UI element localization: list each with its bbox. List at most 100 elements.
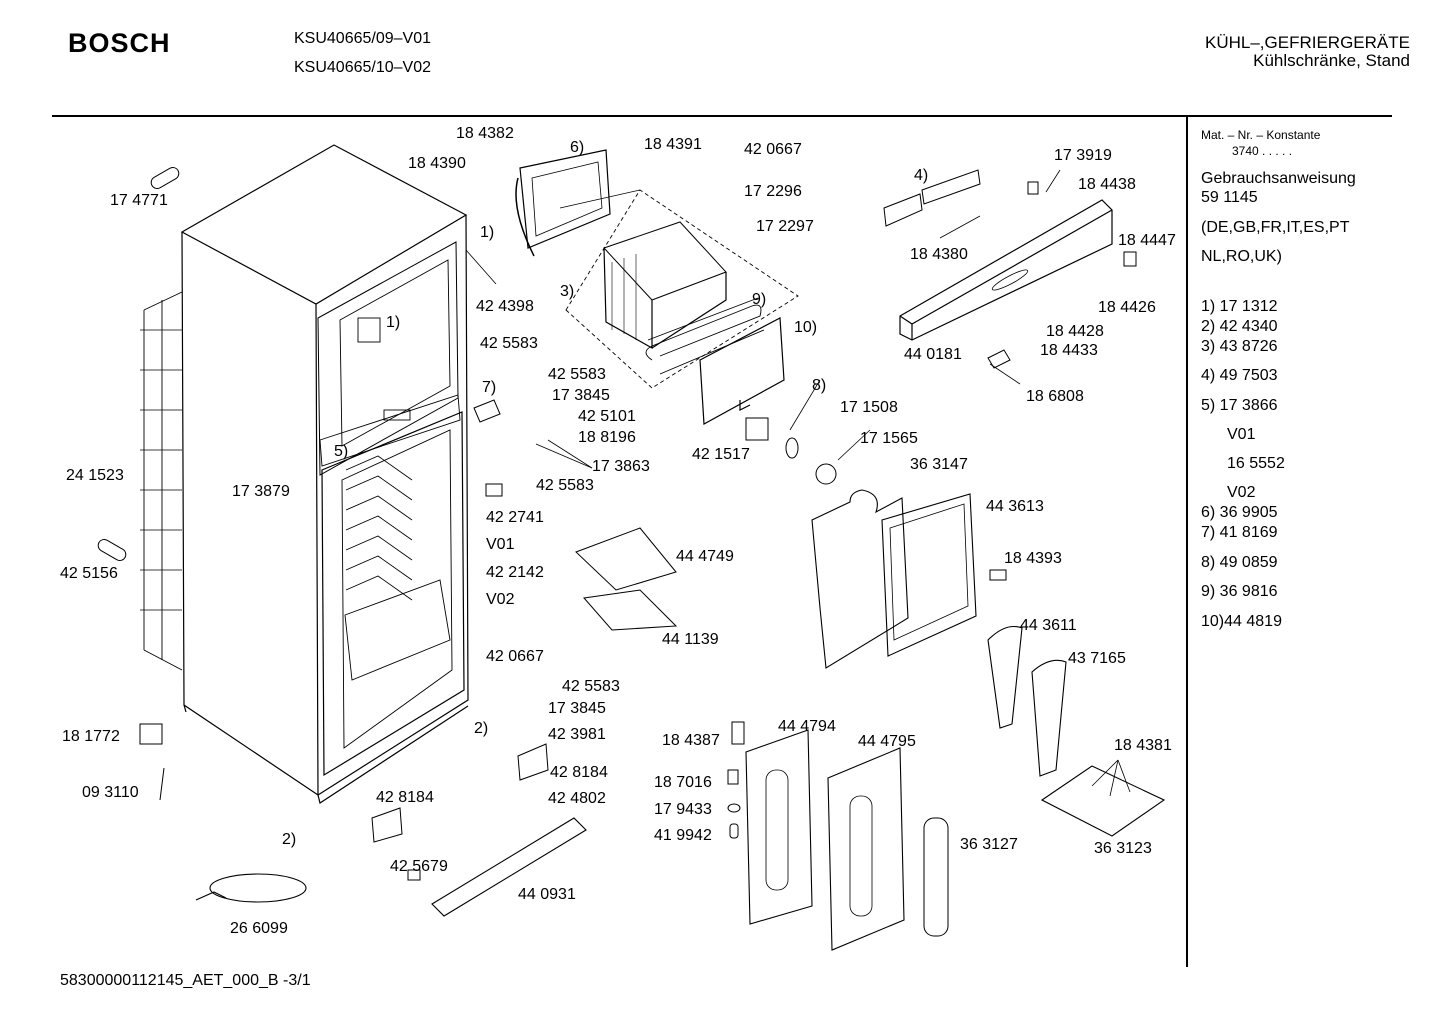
freezer-plate: [515, 149, 611, 257]
cover-plate: [699, 317, 785, 425]
part-label: 42 8184: [376, 789, 434, 806]
part-label: 1): [480, 224, 495, 241]
small-parts: [97, 167, 1137, 881]
brand-logo: BOSCH: [68, 28, 171, 58]
ref-item: 2) 42 4340: [1201, 318, 1278, 335]
ref-item: 6) 36 9905: [1201, 504, 1278, 521]
part-label: 7): [482, 379, 497, 396]
ref-item: 8) 49 0859: [1201, 554, 1278, 571]
part-label: 17 4771: [110, 192, 168, 209]
bottom-rail: [431, 817, 587, 917]
part-label: 18 8196: [578, 429, 636, 446]
part-label: 18 4391: [644, 136, 702, 153]
part-label: 17 9433: [654, 801, 712, 818]
part-label: 18 1772: [62, 728, 120, 745]
part-label: 42 0667: [486, 648, 544, 665]
ref-item: 16 5552: [1227, 455, 1285, 472]
part-label: 18 4387: [662, 732, 720, 749]
part-label: 36 3147: [910, 456, 968, 473]
ref-item: V02: [1227, 484, 1256, 501]
category-subtitle: Kühlschränke, Stand: [1253, 51, 1410, 70]
sidebar-divider: [1186, 117, 1188, 967]
part-label: 42 5583: [480, 335, 538, 352]
part-label: 24 1523: [66, 467, 124, 484]
ref-item: 7) 41 8169: [1201, 524, 1278, 541]
part-label: 18 4428: [1046, 323, 1104, 340]
control-panel: [883, 169, 1113, 341]
fridge-door-shelf-2: [827, 747, 905, 951]
part-label: 2): [282, 831, 297, 848]
hinge-plate: [1040, 765, 1166, 837]
part-label: 18 7016: [654, 774, 712, 791]
part-label: 6): [570, 139, 585, 156]
part-label: 18 6808: [1026, 388, 1084, 405]
part-label: 17 2297: [756, 218, 814, 235]
part-label: 41 9942: [654, 827, 712, 844]
part-label: 18 4438: [1078, 176, 1136, 193]
part-label: 17 3845: [552, 387, 610, 404]
part-label: 44 3613: [986, 498, 1044, 515]
manual-number: 59 1145: [1201, 189, 1258, 206]
cabinet-body: [140, 144, 469, 804]
model-number-2: KSU40665/10–V02: [294, 59, 431, 76]
manual-label: Gebrauchsanweisung: [1201, 170, 1356, 187]
part-label: 42 4398: [476, 298, 534, 315]
part-label: 44 4794: [778, 718, 836, 735]
part-label: 17 3863: [592, 458, 650, 475]
part-label: 10): [794, 319, 818, 336]
part-label: 42 5156: [60, 565, 118, 582]
category-title: KÜHL–,GEFRIERGERÄTE: [1205, 33, 1410, 52]
part-label: 44 4795: [858, 733, 916, 750]
door-handles: [923, 625, 1067, 937]
ref-item: 3) 43 8726: [1201, 338, 1278, 355]
part-label: 18 4381: [1114, 737, 1172, 754]
part-label: 8): [812, 377, 827, 394]
part-label: 4): [914, 167, 929, 184]
part-label: 44 0931: [518, 886, 576, 903]
part-label: 18 4382: [456, 125, 514, 142]
mat-number-header: Mat. – Nr. – Konstante: [1201, 128, 1321, 142]
ref-item: 4) 49 7503: [1201, 367, 1278, 384]
part-label: 18 4390: [408, 155, 466, 172]
part-label: 5): [334, 443, 349, 460]
part-label: 18 4393: [1004, 550, 1062, 567]
header-divider: [52, 115, 1392, 117]
part-label: 09 3110: [82, 784, 139, 801]
part-label: 9): [752, 291, 767, 308]
part-label: 1): [386, 314, 401, 331]
part-label: 17 1565: [860, 430, 918, 447]
part-label: 42 4802: [548, 790, 606, 807]
part-label: 2): [474, 720, 489, 737]
part-label: 3): [560, 283, 575, 300]
mat-number-value: 3740 . . . . .: [1232, 144, 1293, 158]
crisper-covers: [575, 527, 678, 631]
part-label: 42 5583: [536, 477, 594, 494]
part-label: 44 3611: [1020, 617, 1077, 634]
part-label: 42 2142: [486, 564, 544, 581]
ref-item: 1) 17 1312: [1201, 298, 1278, 315]
part-label: 36 3127: [960, 836, 1018, 853]
part-label: 17 3845: [548, 700, 606, 717]
fridge-door-shelf-1: [745, 729, 813, 925]
fan-cover: [811, 489, 977, 669]
ref-item: 9) 36 9816: [1201, 583, 1278, 600]
part-label: 42 2741: [486, 509, 544, 526]
manual-languages-1: (DE,GB,FR,IT,ES,PT: [1201, 219, 1350, 236]
part-label: 42 3981: [548, 726, 606, 743]
ref-item: 5) 17 3866: [1201, 397, 1278, 414]
part-label: 17 1508: [840, 399, 898, 416]
part-label: V01: [486, 536, 515, 553]
part-label: 42 5583: [562, 678, 620, 695]
power-cable: [195, 873, 307, 903]
evaporator-assembly: [565, 189, 799, 389]
part-label: 18 4426: [1098, 299, 1156, 316]
part-label: 18 4433: [1040, 342, 1098, 359]
ref-item: V01: [1227, 426, 1256, 443]
part-label: 43 7165: [1068, 650, 1126, 667]
part-label: 36 3123: [1094, 840, 1152, 857]
part-label: 44 1139: [662, 631, 719, 648]
part-label: V02: [486, 591, 515, 608]
document-code: 58300000112145_AET_000_B -3/1: [60, 972, 311, 989]
part-label: 44 0181: [904, 346, 962, 363]
